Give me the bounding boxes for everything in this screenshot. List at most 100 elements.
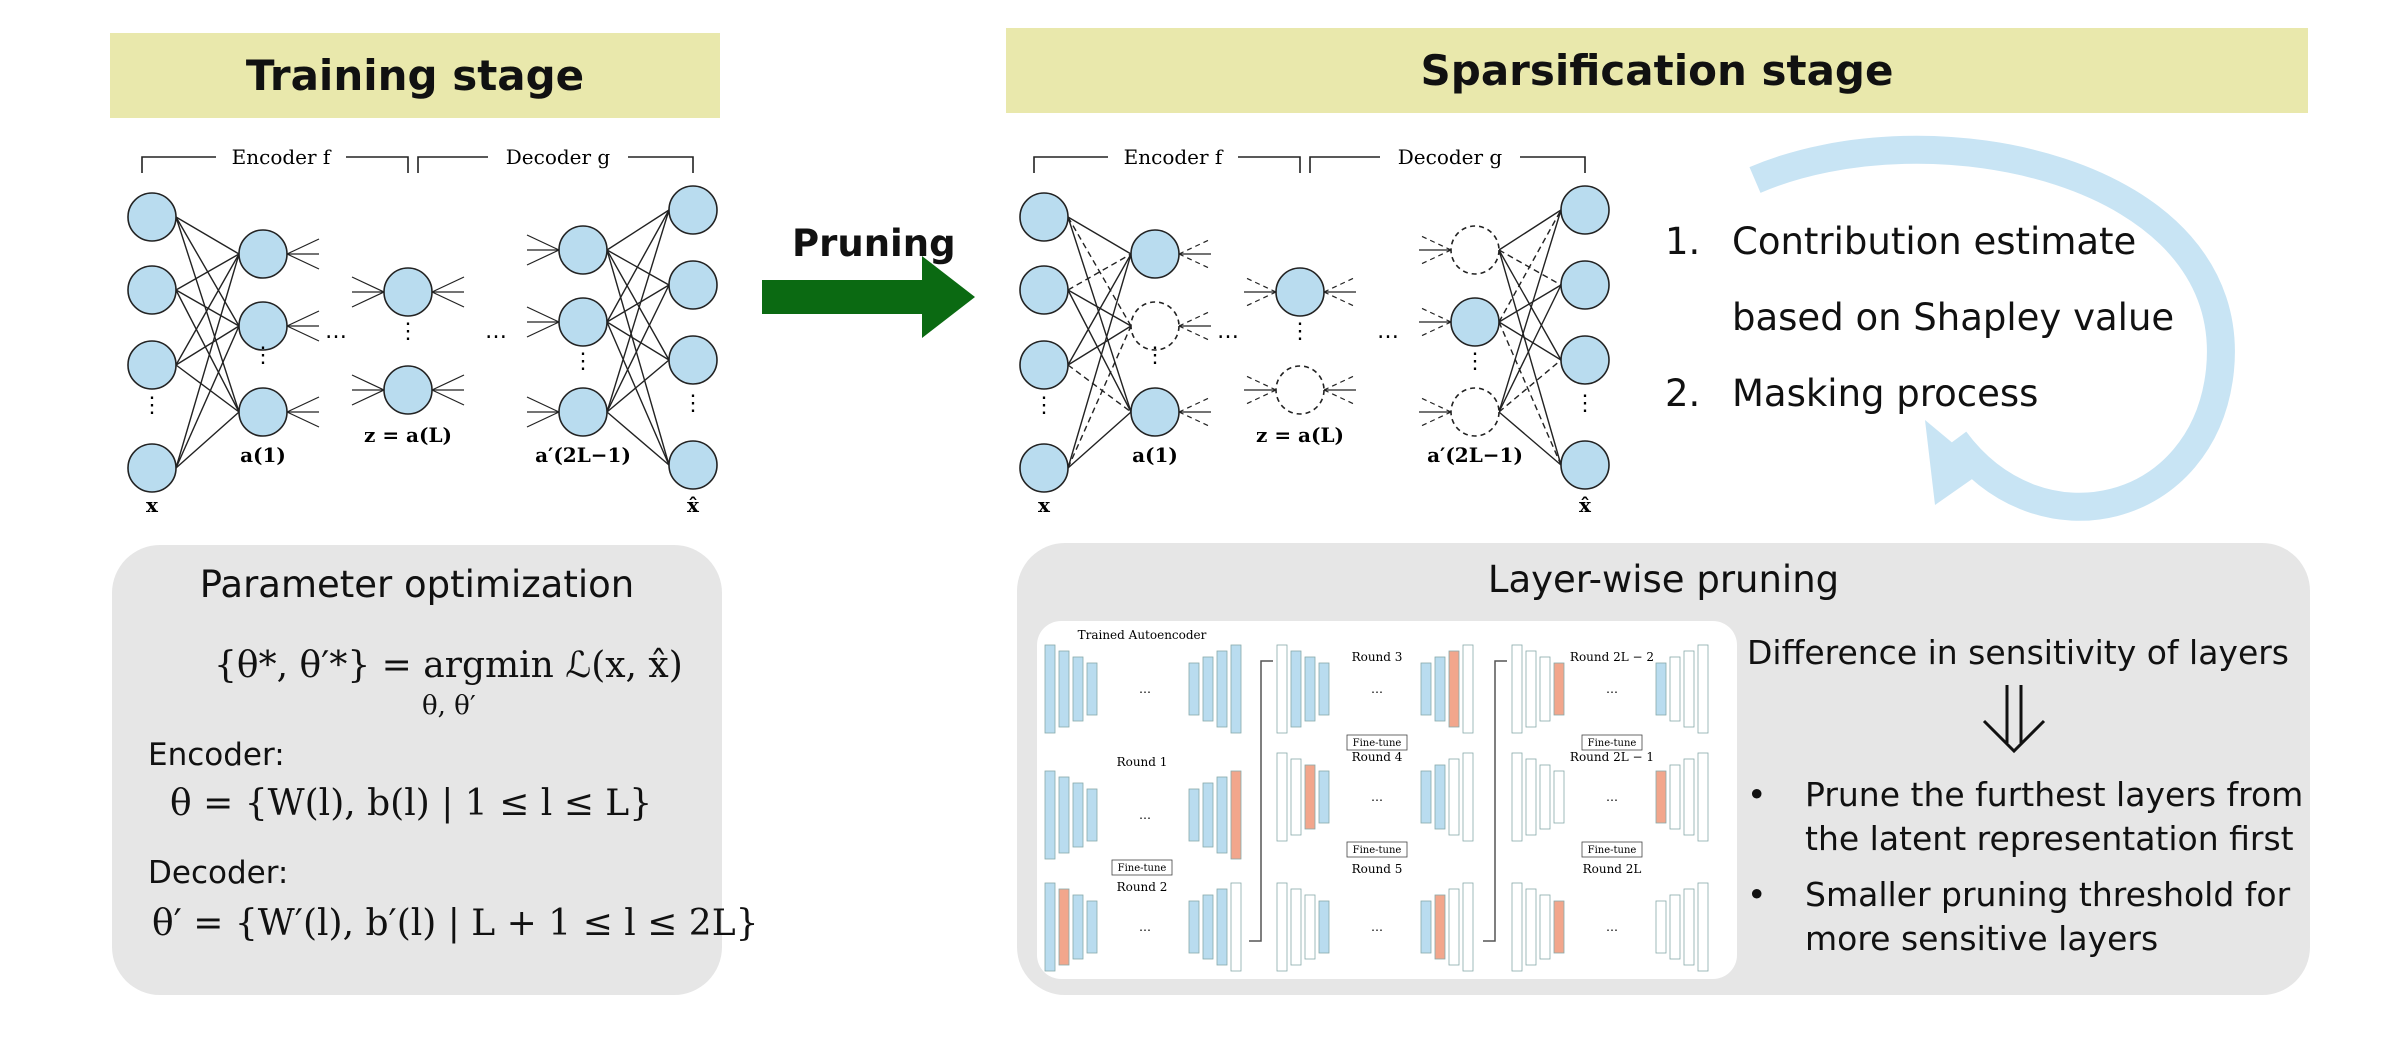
input-node (1019, 340, 1069, 390)
step-2-text: Masking process (1732, 372, 2039, 415)
input-node (1019, 265, 1069, 315)
edge (175, 289, 240, 413)
layer-block (1434, 764, 1446, 830)
bullet-2-text: Smaller pruning threshold for more sensi… (1805, 875, 2291, 958)
round-label: Round 3 (1352, 650, 1403, 664)
layer-block (1525, 650, 1537, 728)
round-label: Round 2L − 1 (1570, 750, 1654, 764)
layer-ellipsis: … (1606, 790, 1618, 804)
edge (606, 209, 670, 251)
edge (606, 209, 670, 413)
layer-ellipsis: … (1371, 682, 1383, 696)
round-label: Trained Autoencoder (1078, 628, 1207, 642)
step-1-number: 1. (1665, 220, 1701, 263)
layerwise-pruning-title: Layer-wise pruning (1487, 558, 1840, 601)
edge (1498, 249, 1562, 286)
layer-block (1072, 782, 1084, 848)
edge (526, 321, 560, 338)
edge (1418, 321, 1452, 338)
encoder-label: Encoder f (232, 145, 332, 169)
edge (1067, 216, 1132, 413)
xhat-label: x̂ (1579, 493, 1592, 517)
edge (351, 276, 385, 293)
hidden-node-decoder (1450, 225, 1500, 275)
vertical-ellipsis: ⋮ (1464, 349, 1486, 374)
edge (606, 411, 670, 466)
layerwise-pruning-panel: Layer-wise pruning Trained Autoencoder … R… (1017, 543, 2310, 995)
edge (526, 411, 560, 428)
layer-block (1276, 644, 1288, 734)
edge (1067, 325, 1132, 469)
round-label: Round 2 (1117, 880, 1168, 894)
vertical-ellipsis: ⋮ (682, 391, 704, 416)
edge (1323, 389, 1357, 406)
layer-ellipsis: … (1606, 920, 1618, 934)
layer-block (1216, 776, 1228, 854)
edge (606, 284, 670, 323)
layer-block (1188, 900, 1200, 954)
layer-block (1655, 900, 1667, 954)
output-node (668, 335, 718, 385)
latent-node (383, 365, 433, 415)
latent-node (383, 267, 433, 317)
xhat-label: x̂ (687, 493, 700, 517)
layer-block (1086, 900, 1098, 954)
bullet-1-dot: • (1747, 775, 1767, 814)
layer-block (1304, 656, 1316, 722)
decoder-param-label: Decoder: (148, 855, 289, 891)
sparsification-stage-header: Sparsification stage (1006, 28, 2308, 113)
output-node (1560, 260, 1610, 310)
edge (431, 389, 465, 406)
edge (606, 249, 670, 286)
vertical-ellipsis: ⋮ (1574, 391, 1596, 416)
round-connector (1483, 660, 1507, 942)
layer-block (1318, 770, 1330, 824)
encoder-label-bg (216, 143, 346, 171)
a2l-label: a′(2L−1) (535, 443, 631, 467)
layer-block (1276, 882, 1288, 972)
edge (606, 321, 670, 466)
step-1-text-cont: based on Shapley value (1732, 296, 2175, 339)
bullet-1-text: Prune the furthest layers from the laten… (1805, 775, 2304, 858)
pruning-arrow-shape (762, 256, 975, 338)
edge (286, 325, 320, 342)
layer-block (1511, 644, 1523, 734)
edge (526, 396, 560, 413)
edge (1498, 284, 1562, 413)
edge (1323, 276, 1357, 293)
layer-block (1058, 776, 1070, 854)
edge (175, 289, 240, 327)
edge (606, 249, 670, 361)
layer-block (1462, 644, 1474, 734)
layer-block (1683, 758, 1695, 836)
layer-block (1290, 758, 1302, 836)
edge (175, 253, 240, 291)
encoder-param-equation: θ = {W(l), b(l) | 1 ≤ l ≤ L} (170, 783, 653, 824)
vertical-ellipsis: ⋮ (572, 349, 594, 374)
layer-block (1230, 882, 1242, 972)
finetune-box (1111, 859, 1173, 876)
layer-block (1318, 662, 1330, 716)
layer-ellipsis: … (1139, 682, 1151, 696)
edge (1067, 253, 1132, 366)
edge (1178, 411, 1212, 428)
vertical-ellipsis: ⋮ (1144, 343, 1166, 368)
edge (1418, 249, 1452, 266)
layer-block (1216, 650, 1228, 728)
layer-block (1511, 752, 1523, 842)
layer-block (1539, 764, 1551, 830)
finetune-label: Fine-tune (1353, 845, 1402, 856)
output-node (1560, 185, 1610, 235)
step-2-number: 2. (1665, 372, 1701, 415)
output-node (668, 185, 718, 235)
hidden-node-encoder (1130, 301, 1180, 351)
vertical-ellipsis: ⋮ (252, 343, 274, 368)
edge (175, 253, 240, 469)
hidden-node-encoder (1130, 229, 1180, 279)
layer-block (1044, 770, 1056, 860)
layer-block (1188, 662, 1200, 716)
vertical-ellipsis: ⋮ (1033, 393, 1055, 418)
decoder-label-bg (1380, 143, 1520, 171)
edge (431, 291, 465, 308)
edge (606, 321, 670, 361)
